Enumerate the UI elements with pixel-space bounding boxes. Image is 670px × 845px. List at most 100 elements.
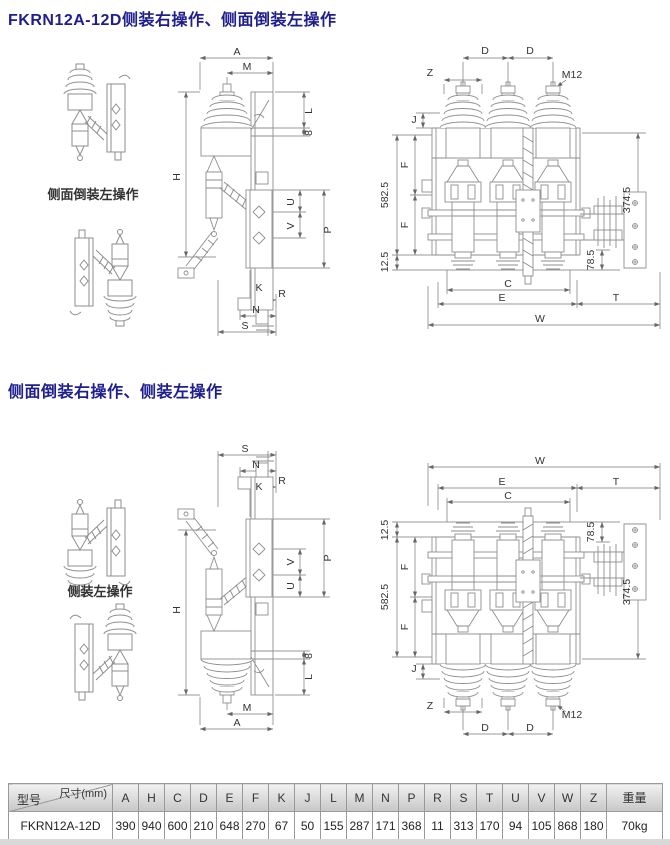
col-header-P: P xyxy=(398,783,425,812)
cell-weight: 70kg xyxy=(606,811,663,840)
dim-label-H: H xyxy=(171,606,183,614)
col-header-J: J xyxy=(294,783,321,812)
cell-L: 155 xyxy=(320,811,347,840)
dim-label-12-5: 12.5 xyxy=(379,520,391,541)
dim-label-T: T xyxy=(613,292,620,304)
dim-label-D: D xyxy=(526,45,534,57)
section1-title: FKRN12A-12D侧装右操作、侧面倒装左操作 xyxy=(8,12,337,29)
corner-unit-label: 尺寸(mm) xyxy=(59,788,107,800)
dim-label-L: L xyxy=(303,108,315,114)
pole-view-top-drawing: D D Z M12 J F F 582.5 12.5 374.5 78.5 C … xyxy=(379,45,670,360)
side-view-top-2 xyxy=(69,229,137,327)
dim-label-W: W xyxy=(535,455,545,467)
cell-J: 50 xyxy=(294,811,321,840)
dim-label-D: D xyxy=(526,722,534,734)
dim-label-F: F xyxy=(399,624,411,630)
dim-label-374-5: 374.5 xyxy=(621,187,633,213)
dimension-table: 尺寸(mm) 型号 A H C D E F K J L M N P R S T … xyxy=(8,783,663,840)
dim-label-R: R xyxy=(278,288,286,300)
dim-label-V: V xyxy=(285,222,297,229)
cell-F: 270 xyxy=(242,811,269,840)
dim-label-J: J xyxy=(411,663,416,675)
dim-label-F: F xyxy=(399,222,411,228)
dim-label-N: N xyxy=(252,459,260,471)
cell-E: 648 xyxy=(216,811,243,840)
dim-label-E: E xyxy=(498,292,505,304)
dim-label-L: L xyxy=(303,674,315,680)
col-header-E: E xyxy=(216,783,243,812)
dim-label-582-5: 582.5 xyxy=(379,182,391,208)
col-header-M: M xyxy=(346,783,373,812)
col-header-V: V xyxy=(528,783,555,812)
dim-label-M: M xyxy=(243,702,252,714)
dim-label-J: J xyxy=(411,114,416,126)
col-header-C: C xyxy=(164,783,191,812)
dim-label-P: P xyxy=(322,554,334,561)
dim-label-Z: Z xyxy=(427,67,434,79)
col-header-D: D xyxy=(190,783,217,812)
front-view-top-drawing: A M H L 8 U V P K R N S xyxy=(171,46,334,357)
side-view-label-top: 侧面倒装左操作 xyxy=(47,187,139,202)
cell-T: 170 xyxy=(476,811,503,840)
cell-U: 94 xyxy=(502,811,529,840)
col-header-W: W xyxy=(554,783,581,812)
dim-label-8: 8 xyxy=(303,130,315,136)
col-header-L: L xyxy=(320,783,347,812)
col-header-N: N xyxy=(372,783,399,812)
corner-model-label: 型号 xyxy=(17,793,42,807)
col-header-H: H xyxy=(138,783,165,812)
dim-label-12-5: 12.5 xyxy=(379,252,391,273)
cell-C: 600 xyxy=(164,811,191,840)
cell-H: 940 xyxy=(138,811,165,840)
table-corner-cell: 尺寸(mm) 型号 xyxy=(8,783,113,812)
pole-view-bottom-drawing: W E T C 12.5 78.5 F 582.5 374.5 F J Z M1… xyxy=(379,455,670,752)
dim-label-T: T xyxy=(613,476,620,488)
side-view-top-1 xyxy=(63,63,131,161)
cell-W: 868 xyxy=(554,811,581,840)
dim-label-8: 8 xyxy=(303,653,315,659)
col-header-weight: 重量 xyxy=(606,783,663,812)
col-header-K: K xyxy=(268,783,295,812)
dim-label-P: P xyxy=(322,226,334,233)
dim-label-D: D xyxy=(481,45,489,57)
col-header-U: U xyxy=(502,783,529,812)
dim-label-N: N xyxy=(252,304,260,316)
dim-label-F: F xyxy=(399,564,411,570)
dim-label-C: C xyxy=(504,278,512,290)
dim-label-Z: Z xyxy=(427,700,434,712)
dim-label-S: S xyxy=(241,320,248,332)
cell-V: 105 xyxy=(528,811,555,840)
col-header-A: A xyxy=(112,783,139,812)
cell-A: 390 xyxy=(112,811,139,840)
cell-D: 210 xyxy=(190,811,217,840)
dim-label-K: K xyxy=(255,282,262,294)
dim-label-M12: M12 xyxy=(562,69,583,81)
side-view-bottom-2 xyxy=(69,603,137,701)
dim-label-K: K xyxy=(255,481,262,493)
dim-label-M12: M12 xyxy=(562,709,583,721)
col-header-T: T xyxy=(476,783,503,812)
model-cell: FKRN12A-12D xyxy=(8,811,113,840)
section2-title: 侧面倒装右操作、侧装左操作 xyxy=(8,384,223,401)
dim-label-V: V xyxy=(285,558,297,565)
dim-label-374-5: 374.5 xyxy=(621,579,633,605)
cell-P: 368 xyxy=(398,811,425,840)
page-bottom-strip xyxy=(0,839,670,845)
cell-Z: 180 xyxy=(580,811,607,840)
dim-label-M: M xyxy=(243,61,252,73)
dim-label-E: E xyxy=(498,476,505,488)
dim-label-78-5: 78.5 xyxy=(585,522,597,543)
dim-label-D: D xyxy=(481,722,489,734)
side-view-label-bottom: 侧装左操作 xyxy=(67,584,133,599)
dim-label-78-5: 78.5 xyxy=(585,250,597,271)
dim-label-C: C xyxy=(504,490,512,502)
cell-N: 171 xyxy=(372,811,399,840)
col-header-R: R xyxy=(424,783,451,812)
dim-label-R: R xyxy=(278,475,286,487)
dim-label-S: S xyxy=(241,443,248,455)
col-header-Z: Z xyxy=(580,783,607,812)
col-header-S: S xyxy=(450,783,477,812)
dim-label-W: W xyxy=(535,313,545,325)
dim-label-H: H xyxy=(171,173,183,181)
